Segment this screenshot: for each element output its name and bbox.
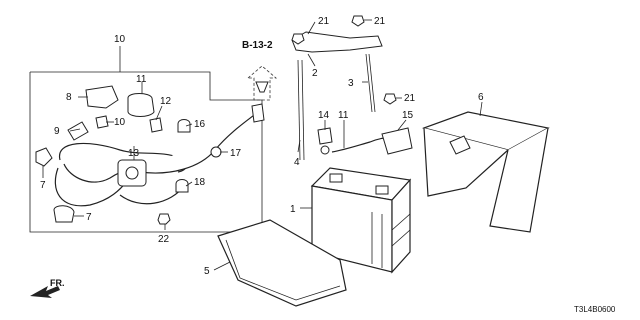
callout-14: 13: [128, 148, 140, 159]
callout-21-left: 21: [318, 16, 330, 27]
callout-3: 3: [348, 78, 354, 89]
battery-hold-down: [291, 15, 397, 161]
callout-8: 8: [66, 92, 72, 103]
callout-13: 12: [160, 96, 172, 107]
callout-15: 15: [402, 110, 414, 121]
battery: [310, 167, 412, 274]
callout-22: 22: [158, 234, 170, 245]
battery-cable-harness: [35, 85, 265, 225]
callout-21-top: 21: [374, 16, 386, 27]
callout-7-upper: 7: [40, 180, 46, 191]
callout-16: 14: [318, 110, 330, 121]
callout-4: 4: [294, 157, 300, 168]
diagram-code: T3L4B0600: [574, 305, 616, 314]
callout-12: 11: [338, 110, 349, 121]
callout-17: 16: [194, 119, 206, 130]
reference-marker: [246, 65, 278, 101]
callout-1: 1: [290, 204, 296, 215]
callout-21-right: 21: [404, 93, 416, 104]
callout-2: 2: [312, 68, 318, 79]
callout-9: 9: [54, 126, 60, 137]
leader-lines: [42, 19, 483, 271]
callout-20: 10: [114, 117, 126, 128]
callout-11: 11: [136, 74, 147, 85]
front-label: FR.: [50, 278, 65, 288]
callout-19: 18: [194, 177, 206, 188]
callout-10: 10: [114, 34, 126, 45]
reference-label: B-13-2: [242, 40, 273, 51]
negative-cable-assembly: [317, 127, 413, 155]
battery-tray: [217, 219, 347, 307]
callout-7-lower: 7: [86, 212, 92, 223]
callout-6: 6: [478, 92, 484, 103]
callout-5: 5: [204, 266, 210, 277]
front-arrow-icon: [30, 286, 60, 298]
callout-18: 17: [230, 148, 242, 159]
battery-cover-box: [421, 111, 550, 233]
